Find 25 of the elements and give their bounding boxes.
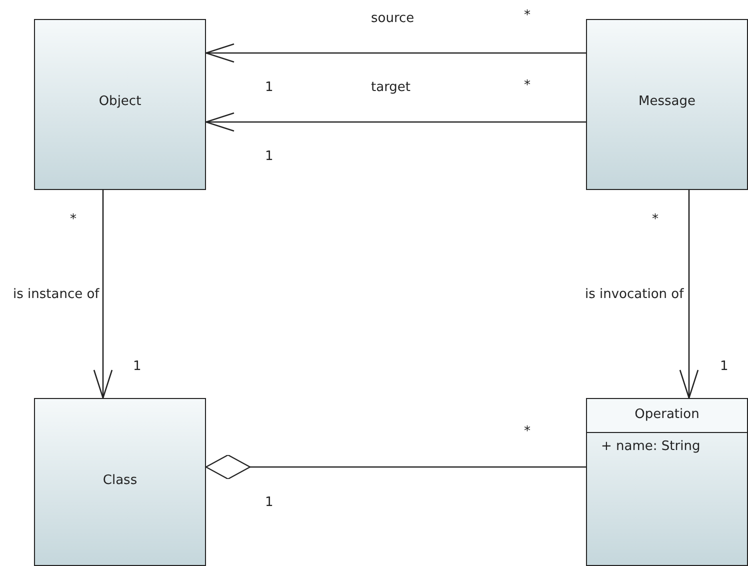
multiplicity-label: 1 [265, 149, 274, 165]
class-box [34, 19, 206, 190]
class-name: Class [102, 473, 138, 488]
association-arrow [679, 190, 699, 399]
multiplicity-label: * [70, 212, 76, 228]
class-box [586, 398, 748, 566]
association-arrow [205, 43, 586, 63]
aggregation-line [205, 454, 586, 480]
association-arrow [205, 112, 586, 132]
class-name: Operation [634, 407, 700, 422]
class-name: Message [638, 94, 696, 109]
multiplicity-label: * [524, 8, 530, 24]
multiplicity-label: 1 [265, 495, 274, 511]
multiplicity-label: * [524, 424, 530, 440]
class-box [586, 19, 748, 190]
edge-label: target [370, 80, 412, 96]
association-arrow [93, 190, 113, 399]
multiplicity-label: 1 [133, 359, 142, 375]
multiplicity-label: * [652, 212, 658, 228]
multiplicity-label: 1 [265, 80, 274, 96]
attribute-text: + name: String [601, 439, 700, 454]
class-name: Object [98, 94, 142, 109]
class-box [34, 398, 206, 566]
multiplicity-label: 1 [720, 359, 728, 375]
multiplicity-label: * [524, 78, 530, 94]
